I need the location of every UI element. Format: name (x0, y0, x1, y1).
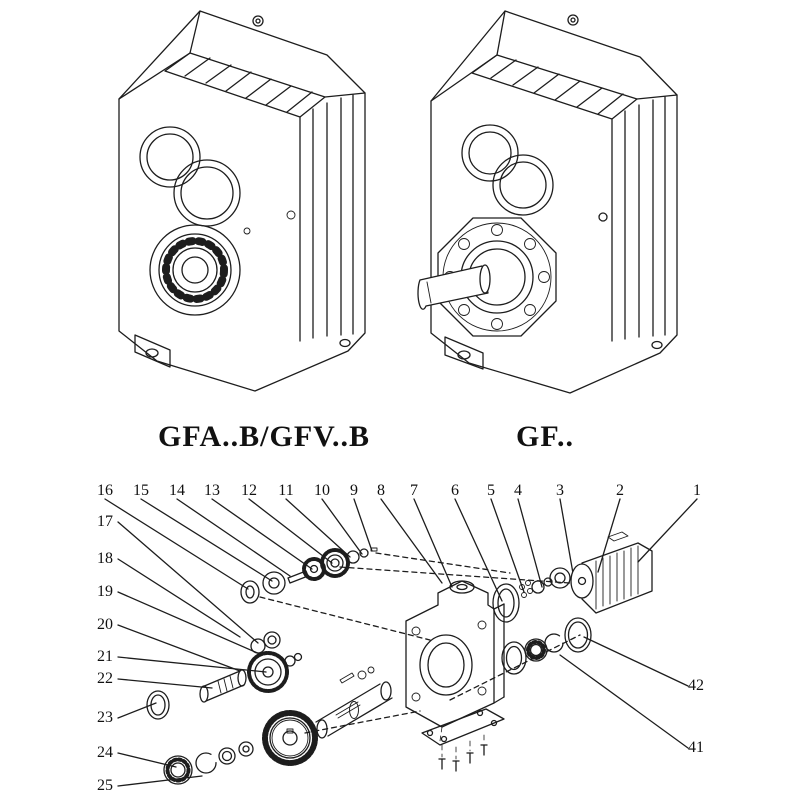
top-cooling-fins (471, 54, 678, 120)
side-ribs (299, 94, 354, 342)
part-number-15: 15 (133, 482, 149, 499)
part-number-14: 14 (169, 482, 185, 499)
input-bores (461, 124, 554, 216)
leader-lines-top (104, 498, 698, 602)
side-ribs (611, 96, 666, 342)
part-number-23: 23 (97, 709, 113, 726)
output-bearing (149, 210, 296, 316)
part-number-8: 8 (377, 482, 385, 499)
part-number-13: 13 (204, 482, 220, 499)
foot-mounted-gearbox-drawing (118, 10, 366, 392)
model-label-gf: GF.. (516, 420, 574, 453)
intermediate-gear-group (146, 631, 303, 720)
output-shaft-group (163, 666, 393, 785)
gear-housing-group (405, 580, 505, 728)
part-number-18: 18 (97, 550, 113, 567)
part-number-2: 2 (616, 482, 624, 499)
input-bores (139, 126, 241, 227)
motor-group (570, 531, 653, 614)
part-number-17: 17 (97, 513, 113, 530)
part-number-6: 6 (451, 482, 459, 499)
part-number-10: 10 (314, 482, 330, 499)
leader-lines-right (559, 636, 689, 749)
output-side-rings-group (501, 617, 592, 675)
part-number-25: 25 (97, 777, 113, 794)
part-number-20: 20 (97, 616, 113, 633)
assembly-axis-lines (259, 552, 581, 734)
model-label-gfab-gfvb: GFA..B/GFV..B (158, 420, 370, 453)
base-gasket-and-bolts-group (421, 708, 505, 772)
gearbox-outline (430, 10, 678, 394)
part-number-24: 24 (97, 744, 113, 761)
part-number-11: 11 (278, 482, 294, 499)
part-number-4: 4 (514, 482, 522, 499)
part-number-42: 42 (688, 677, 704, 694)
part-number-5: 5 (487, 482, 495, 499)
part-number-7: 7 (410, 482, 418, 499)
part-number-3: 3 (556, 482, 564, 499)
part-number-22: 22 (97, 670, 113, 687)
part-number-19: 19 (97, 583, 113, 600)
mounting-feet (134, 334, 351, 368)
part-number-41: 41 (688, 739, 704, 756)
flange-mounted-gearbox-drawing (417, 10, 678, 394)
upper-shaft-parts-group (240, 547, 378, 604)
part-number-21: 21 (97, 648, 113, 665)
input-side-parts-group (492, 567, 571, 623)
gearbox-outline (118, 10, 366, 392)
mounting-feet (444, 212, 663, 370)
part-number-16: 16 (97, 482, 113, 499)
exploded-parts-diagram (104, 498, 698, 787)
part-number-12: 12 (241, 482, 257, 499)
part-number-9: 9 (350, 482, 358, 499)
output-shaft (417, 264, 491, 310)
part-number-1: 1 (693, 482, 701, 499)
